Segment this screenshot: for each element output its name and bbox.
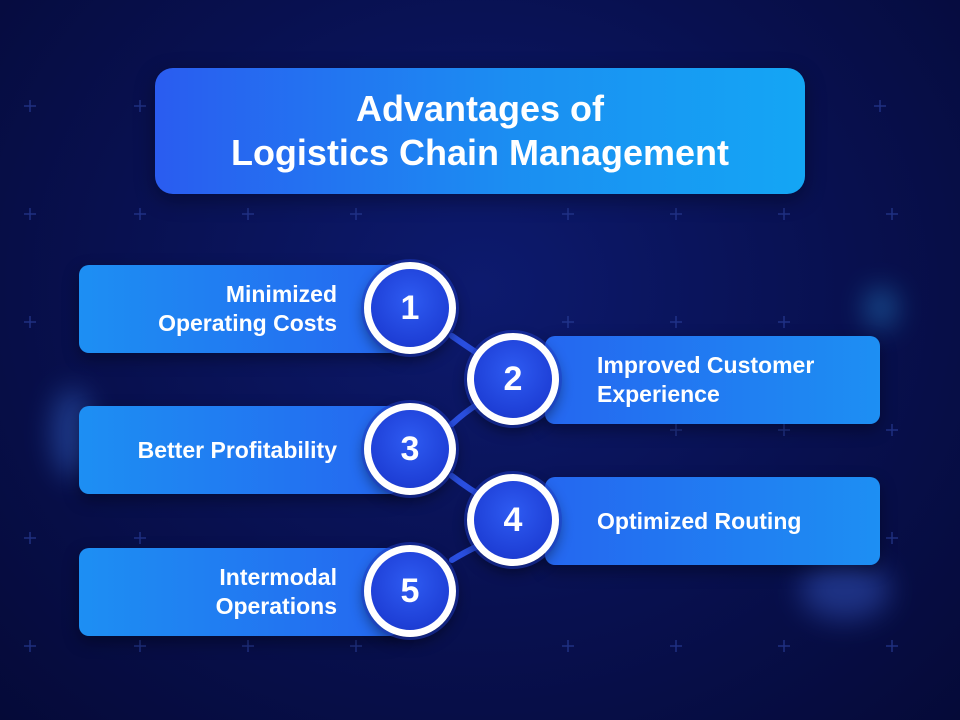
item-5-number: 5: [400, 571, 420, 610]
item-2-label-line-1: Improved Customer: [597, 352, 815, 378]
item-4-number: 4: [503, 500, 523, 539]
item-3-label-line-1: Better Profitability: [137, 436, 337, 463]
item-2-card: Improved Customer Experience: [545, 336, 880, 424]
item-4-number-badge: 4: [467, 474, 559, 566]
item-2-label-line-2: Experience: [597, 381, 720, 407]
title-line-2: Logistics Chain Management: [230, 132, 730, 173]
item-5-number-badge: 5: [364, 545, 456, 637]
item-1-number: 1: [400, 288, 420, 327]
background-glow-right-bottom: [800, 560, 890, 620]
item-4-label: Optimized Routing: [597, 507, 801, 536]
item-5-label-line-2: Operations: [215, 593, 337, 619]
title-banner: Advantages of Logistics Chain Management: [155, 68, 805, 194]
item-1-label-line-1: Minimized: [225, 281, 337, 307]
item-3-label: Better Profitability: [138, 436, 337, 465]
item-2-number-badge: 2: [467, 333, 559, 425]
item-1-label: Minimized Operating Costs: [158, 280, 337, 338]
item-2-label: Improved Customer Experience: [597, 351, 814, 409]
item-3-number-badge: 3: [364, 403, 456, 495]
item-1-card: Minimized Operating Costs: [79, 265, 399, 353]
item-1-label-line-2: Operating Costs: [158, 310, 337, 336]
item-3-number: 3: [400, 429, 420, 468]
item-2-number: 2: [503, 359, 523, 398]
title-line-1: Advantages of: [355, 88, 605, 129]
item-5-label: Intermodal Operations: [216, 563, 337, 621]
item-5-label-line-1: Intermodal: [219, 564, 337, 590]
item-3-card: Better Profitability: [79, 406, 399, 494]
background-glow-right-top: [866, 288, 896, 328]
item-1-number-badge: 1: [364, 262, 456, 354]
item-5-card: Intermodal Operations: [79, 548, 399, 636]
item-4-label-line-1: Optimized Routing: [597, 507, 802, 534]
item-4-card: Optimized Routing: [545, 477, 880, 565]
